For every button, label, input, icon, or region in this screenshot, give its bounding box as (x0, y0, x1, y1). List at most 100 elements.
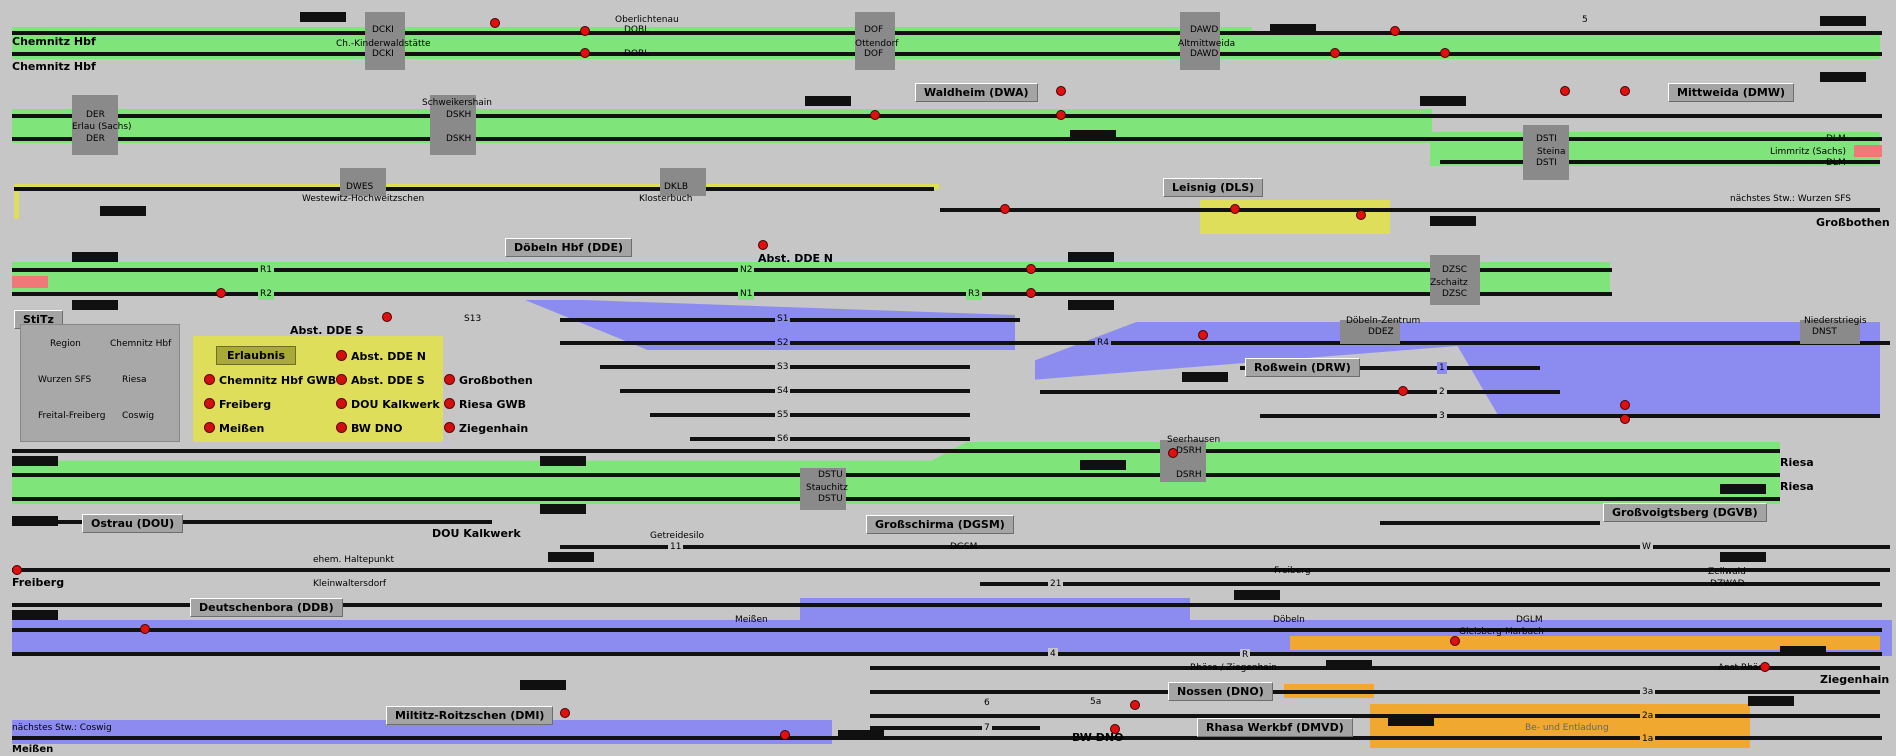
train-display[interactable] (1388, 716, 1434, 726)
erlaubnis-abst-dde-s[interactable]: Abst. DDE S (336, 374, 425, 387)
train-display[interactable] (1070, 130, 1116, 140)
train-display[interactable] (548, 552, 594, 562)
train-display[interactable] (1270, 24, 1316, 34)
station-grossvoigtsberg[interactable]: Großvoigtsberg (DGVB) (1603, 503, 1767, 522)
train-display[interactable] (12, 610, 58, 620)
signal-icon[interactable] (1026, 264, 1036, 274)
signal-icon[interactable] (1198, 330, 1208, 340)
train-display[interactable] (805, 96, 851, 106)
signal-icon[interactable] (1398, 386, 1408, 396)
zone-rosswein-blue (1035, 322, 1880, 418)
track-label-1: 1 (1437, 362, 1447, 374)
train-display[interactable] (300, 12, 346, 22)
train-display[interactable] (1820, 72, 1866, 82)
signal-icon[interactable] (1620, 400, 1630, 410)
train-display[interactable] (1748, 696, 1794, 706)
shade-1 (365, 12, 405, 70)
signal-icon[interactable] (1760, 662, 1770, 672)
station-grossschirma[interactable]: Großschirma (DGSM) (866, 515, 1014, 534)
train-display[interactable] (72, 252, 118, 262)
stitz-coswig[interactable]: Coswig (122, 411, 155, 421)
stitz-freital-freiberg[interactable]: Freital-Freiberg (38, 411, 106, 421)
signal-icon[interactable] (1330, 48, 1340, 58)
signal-icon[interactable] (1110, 724, 1120, 734)
signal-icon[interactable] (1440, 48, 1450, 58)
signal-icon[interactable] (1026, 288, 1036, 298)
signal-icon[interactable] (1230, 204, 1240, 214)
signal-icon[interactable] (870, 110, 880, 120)
signal-icon[interactable] (140, 624, 150, 634)
train-display[interactable] (12, 456, 58, 466)
train-display[interactable] (1080, 460, 1126, 470)
train-display[interactable] (12, 516, 58, 526)
signal-icon[interactable] (1620, 86, 1630, 96)
signal-icon[interactable] (1356, 210, 1366, 220)
erlaubnis-ziegenhain[interactable]: Ziegenhain (444, 422, 528, 435)
signal-icon[interactable] (758, 240, 768, 250)
signal-icon[interactable] (1056, 86, 1066, 96)
block-dlm-1: DLM (1826, 134, 1846, 144)
shade-7 (340, 168, 386, 196)
stitz-riesa[interactable]: Riesa (122, 375, 147, 385)
signal-icon[interactable] (1450, 636, 1460, 646)
stitz-region[interactable]: Region (50, 339, 81, 349)
station-ostrau[interactable]: Ostrau (DOU) (82, 514, 184, 533)
signal-icon[interactable] (1390, 26, 1400, 36)
signal-icon[interactable] (12, 565, 22, 575)
signal-icon[interactable] (1620, 414, 1630, 424)
erlaubnis-bw-dno[interactable]: BW DNO (336, 422, 402, 435)
signal-icon[interactable] (490, 18, 500, 28)
train-display[interactable] (1430, 216, 1476, 226)
erlaubnis-freiberg[interactable]: Freiberg (204, 398, 271, 411)
station-nossen[interactable]: Nossen (DNO) (1168, 682, 1273, 701)
train-display[interactable] (838, 730, 884, 740)
station-rosswein[interactable]: Roßwein (DRW) (1245, 358, 1360, 377)
signal-icon[interactable] (1000, 204, 1010, 214)
train-display[interactable] (1780, 646, 1826, 656)
track-label-r2: R2 (258, 288, 274, 300)
erlaubnis-abst-dde-n[interactable]: Abst. DDE N (336, 350, 426, 363)
station-waldheim[interactable]: Waldheim (DWA) (915, 83, 1038, 102)
station-mittweida[interactable]: Mittweida (DMW) (1668, 83, 1795, 102)
train-display[interactable] (540, 456, 586, 466)
train-display[interactable] (1326, 660, 1372, 670)
train-display[interactable] (1068, 252, 1114, 262)
place-steina: Steina (1537, 147, 1566, 157)
train-display[interactable] (1720, 484, 1766, 494)
train-display[interactable] (1420, 96, 1466, 106)
signal-icon[interactable] (580, 26, 590, 36)
station-miltitz[interactable]: Miltitz-Roitzschen (DMI) (386, 706, 554, 725)
station-deutschenbora[interactable]: Deutschenbora (DDB) (190, 598, 343, 617)
erlaubnis-label: DOU Kalkwerk (351, 398, 440, 411)
erlaubnis-grossbothen[interactable]: Großbothen (444, 374, 533, 387)
train-display[interactable] (520, 680, 566, 690)
signal-icon[interactable] (780, 730, 790, 740)
stitz-wurzen-sfs[interactable]: Wurzen SFS (38, 375, 92, 385)
zone-rhasa-orange-2 (1370, 704, 1750, 748)
train-display[interactable] (1820, 16, 1866, 26)
signal-icon[interactable] (580, 48, 590, 58)
erlaubnis-riesa-gwb[interactable]: Riesa GWB (444, 398, 526, 411)
signal-icon[interactable] (1056, 110, 1066, 120)
signal-icon[interactable] (560, 708, 570, 718)
station-leisnig[interactable]: Leisnig (DLS) (1163, 178, 1264, 197)
signal-icon[interactable] (382, 312, 392, 322)
signal-icon[interactable] (216, 288, 226, 298)
train-display[interactable] (540, 504, 586, 514)
station-rhasa-werkbf[interactable]: Rhasa Werkbf (DMVD) (1197, 718, 1353, 737)
signal-icon[interactable] (1168, 448, 1178, 458)
train-display[interactable] (100, 206, 146, 216)
signal-icon[interactable] (1560, 86, 1570, 96)
train-display[interactable] (1068, 300, 1114, 310)
signal-icon[interactable] (1130, 700, 1140, 710)
erlaubnis-dou-kalkwerk[interactable]: DOU Kalkwerk (336, 398, 440, 411)
train-display[interactable] (1720, 552, 1766, 562)
erlaubnis-meissen[interactable]: Meißen (204, 422, 264, 435)
train-display[interactable] (1234, 590, 1280, 600)
erlaubnis-chemnitz-hbf-gwb[interactable]: Chemnitz Hbf GWB (204, 374, 336, 387)
station-doebeln-hbf[interactable]: Döbeln Hbf (DDE) (505, 238, 632, 257)
train-display[interactable] (1182, 372, 1228, 382)
stitz-chemnitz-hbf[interactable]: Chemnitz Hbf (110, 339, 172, 349)
track-row-4a (12, 268, 1612, 272)
train-display[interactable] (72, 300, 118, 310)
